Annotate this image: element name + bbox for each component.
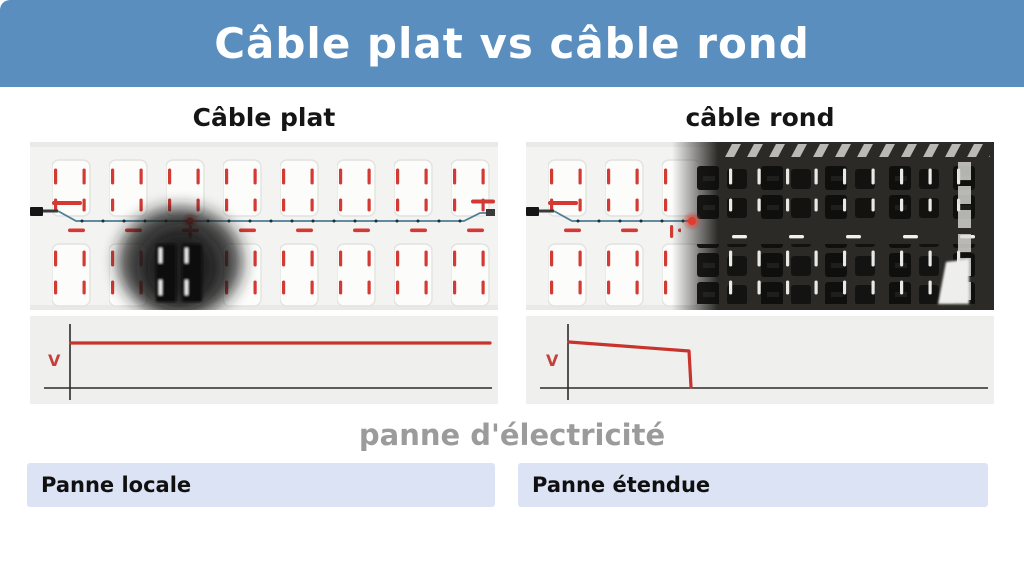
fault-point-indicator [688,217,696,225]
cable-tap-dots [574,219,686,223]
graph-background [30,316,498,404]
local-outage-label: Panne locale [27,463,495,507]
dark-desks [156,244,202,302]
unlit-ticks [729,168,982,295]
voltage-line-drop [567,340,693,389]
local-outage-area [118,207,242,310]
round-cable-voltage-graph: V [526,316,994,404]
extended-outage-area [672,142,994,310]
skylight-strip [722,144,990,157]
outage-caption: panne d'électricité [358,418,666,452]
label-text: Panne locale [41,473,192,497]
header-banner: Câble plat vs câble rond [0,0,1024,87]
y-axis-label: V [546,351,559,370]
label-text: Panne étendue [532,473,711,497]
y-axis-label: V [48,351,61,370]
flat-cable-floorplan-diagram [30,142,498,310]
red-light-ticks [548,168,685,295]
left-column-heading: Câble plat [192,103,336,132]
extended-outage-label: Panne étendue [518,463,988,507]
cable-tap-dots [78,219,462,223]
page-title: Câble plat vs câble rond [214,19,810,68]
round-cable-floorplan-diagram [526,142,994,310]
cable-plug-icon [526,207,539,216]
cable-plug-icon [30,207,43,216]
round-cable-run [526,207,690,223]
graph-background [526,316,994,404]
flat-cable-voltage-graph: V [30,316,498,404]
cable-end-connector-icon [486,209,495,216]
light-wedge [938,259,969,304]
right-column-heading: câble rond [685,103,835,132]
